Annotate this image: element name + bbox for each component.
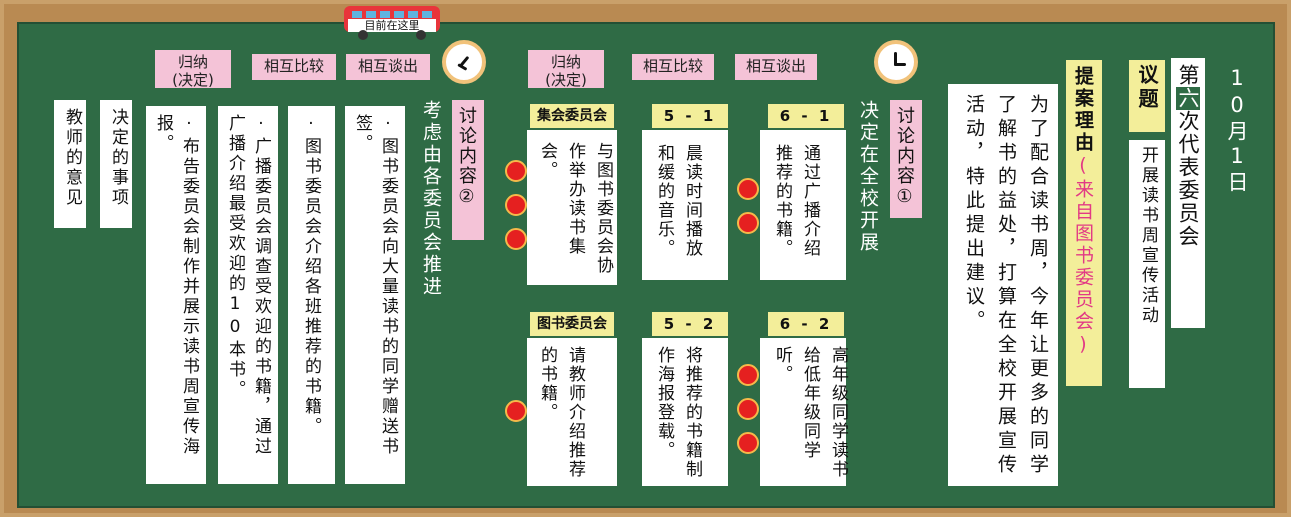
magnet-dot	[505, 160, 527, 182]
reason-label: 提案理由(来自图书委员会)	[1066, 60, 1102, 386]
clock-2-icon	[442, 40, 486, 84]
decision-text: 布告委员会制作并展示读书周宣传海报。	[153, 114, 199, 457]
date-text: 10月1日	[1225, 66, 1249, 195]
decision-text: 广播委员会调查受欢迎的书籍，通过广播介绍最受欢迎的10本书。	[225, 114, 271, 457]
decision-card-broadcast: ·广播委员会调查受欢迎的书籍，通过广播介绍最受欢迎的10本书。	[218, 106, 278, 484]
title-suffix: 次代表委员会	[1176, 110, 1200, 248]
decision-card-poster: ·布告委员会制作并展示读书周宣传海报。	[146, 106, 206, 484]
teacher-opinion-label: 教师的意见	[54, 100, 86, 228]
step-label-decide-1: 归纳 (决定)	[528, 50, 604, 89]
proposal-card-6-1: 通过广播介绍推荐的书籍。	[760, 130, 846, 280]
magnet-dot	[737, 178, 759, 200]
decision-text: 图书委员会向大量读书的同学赠送书签。	[352, 114, 398, 457]
step-label-discuss-1: 相互谈出	[735, 54, 817, 80]
reason-source: (来自图书委员会)	[1072, 154, 1094, 358]
class-header-5-2: 5 - 2	[652, 312, 728, 336]
discussion-2-note: 考虑由各委员会推进	[420, 100, 442, 298]
clock-1-icon	[874, 40, 918, 84]
magnet-dot	[505, 228, 527, 250]
step-label-compare-1: 相互比较	[632, 54, 714, 80]
proposal-card-library: 请教师介绍推荐的书籍。	[527, 338, 617, 486]
decision-card-recommend: ·图书委员会介绍各班推荐的书籍。	[288, 106, 335, 484]
group-header-assembly: 集会委员会	[530, 104, 614, 128]
magnet-dot	[505, 194, 527, 216]
title-number: 六	[1176, 87, 1200, 110]
reason-card: 为了配合读书周，今年让更多的同学了解书的益处，打算在全校开展宣传活动，特此提出建…	[948, 84, 1058, 486]
class-header-5-1: 5 - 1	[652, 104, 728, 128]
title-prefix: 第	[1176, 64, 1200, 87]
bus-icon: 目前在这里	[344, 6, 440, 40]
magnet-dot	[505, 400, 527, 422]
magnet-dot	[737, 364, 759, 386]
discussion-2-label: 讨论内容②	[452, 100, 484, 240]
step-label-compare-2: 相互比较	[252, 54, 336, 80]
step-label-decide-2: 归纳 (决定)	[155, 50, 231, 89]
step-label-discuss-2: 相互谈出	[346, 54, 430, 80]
class-header-6-1: 6 - 1	[768, 104, 844, 128]
discussion-1-note: 决定在全校开展	[857, 100, 879, 254]
decision-text: 图书委员会介绍各班推荐的书籍。	[301, 137, 321, 437]
bus-label: 目前在这里	[348, 19, 436, 32]
discussion-1-label: 讨论内容①	[890, 100, 922, 218]
meeting-title: 第六次代表委员会	[1171, 58, 1205, 328]
proposal-card-assembly: 与图书委员会协作举办读书集会。	[527, 130, 617, 285]
proposal-card-5-2: 将推荐的书籍制作海报登载。	[642, 338, 728, 486]
magnet-dot	[737, 212, 759, 234]
decision-card-bookmark: ·图书委员会向大量读书的同学赠送书签。	[345, 106, 405, 484]
topic-card: 开展读书周宣传活动	[1129, 140, 1165, 388]
proposal-card-6-2: 高年级同学读书给低年级同学听。	[760, 338, 848, 486]
magnet-dot	[737, 398, 759, 420]
reason-label-text: 提案理由	[1072, 66, 1094, 154]
group-header-library: 图书委员会	[530, 312, 614, 336]
class-header-6-2: 6 - 2	[768, 312, 844, 336]
decided-items-label: 决定的事项	[100, 100, 132, 228]
topic-label: 议题	[1129, 60, 1165, 132]
proposal-card-5-1: 晨读时间播放和缓的音乐。	[642, 130, 728, 280]
magnet-dot	[737, 432, 759, 454]
